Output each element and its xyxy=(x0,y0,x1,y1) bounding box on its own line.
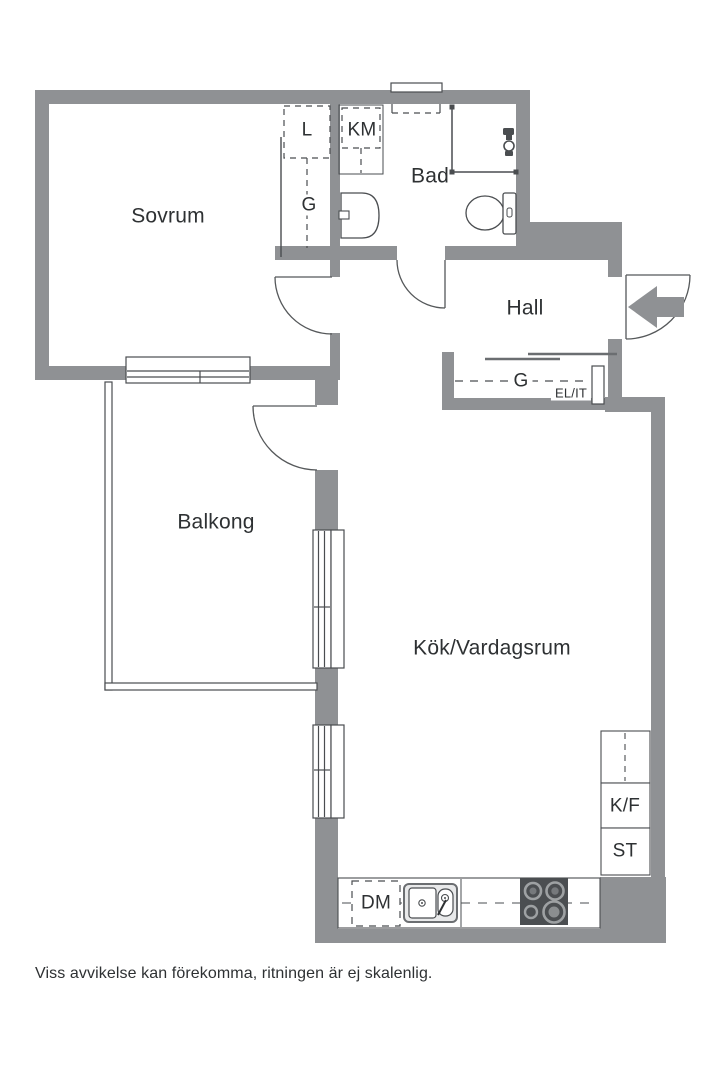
wall-hall-right-lower xyxy=(608,339,622,397)
fridge-freezer-box xyxy=(600,782,651,829)
toilet-button xyxy=(506,207,513,218)
doors xyxy=(252,259,691,471)
wall-kok-left-a xyxy=(315,380,338,405)
wall-sovrum-door-top xyxy=(330,260,340,277)
bathroom-sink xyxy=(340,192,380,239)
washing-machine-outline xyxy=(338,104,384,175)
wall-bath-bottom-right xyxy=(445,246,530,260)
door-bad-arc xyxy=(396,259,446,309)
windows xyxy=(125,82,443,819)
shower-corner-dot3 xyxy=(513,169,519,175)
wall-hallcloset-left xyxy=(442,352,454,410)
wall-step-band xyxy=(605,397,665,412)
window-vent-top xyxy=(390,82,443,93)
bathroom-sink-faucet xyxy=(338,210,350,220)
feature-label-electrical-it: EL/IT xyxy=(550,385,592,401)
room-label-kok-vardagsrum: Kök/Vardagsrum xyxy=(413,636,571,660)
kitchen-sink xyxy=(403,883,458,923)
wall-sovrum-bottom-left xyxy=(35,366,127,380)
bathroom-fixtures xyxy=(338,104,519,239)
feature-label-washing-machine: KM xyxy=(347,119,377,141)
wall-hall-right-upper xyxy=(608,260,622,277)
wall-sovrum-bottom-right xyxy=(250,366,340,380)
feature-label-cleaning-closet: ST xyxy=(612,840,638,862)
closets xyxy=(280,104,617,405)
room-label-hall: Hall xyxy=(506,296,544,320)
shower-corner-dot1 xyxy=(449,104,455,110)
elit-cabinet-box xyxy=(591,365,605,405)
feature-label-wardrobe-hall: G xyxy=(509,370,533,392)
wall-bottom xyxy=(315,929,666,943)
door-entrance-arc xyxy=(625,274,691,340)
window-kok-b-niche xyxy=(330,724,345,819)
wall-bath-right xyxy=(516,104,530,246)
door-balkong-arc xyxy=(252,405,318,471)
balcony-wall-left xyxy=(104,381,113,691)
stove xyxy=(520,878,568,925)
toilet-bowl xyxy=(465,195,505,231)
wall-top xyxy=(35,90,530,104)
vent-mark xyxy=(391,104,441,114)
balcony-wall-bottom xyxy=(104,682,318,691)
shower-head-icon xyxy=(503,128,515,156)
room-label-sovrum: Sovrum xyxy=(131,204,205,228)
disclaimer-text: Viss avvikelse kan förekomma, ritningen … xyxy=(35,965,433,982)
wall-hall-top-block xyxy=(530,222,622,260)
wall-sovrum-door-bottom xyxy=(330,333,340,380)
wall-hallcloset-bottom xyxy=(442,398,608,410)
wall-kok-left-d xyxy=(315,818,338,929)
wall-closet-bottom xyxy=(275,246,341,260)
wall-kok-left-b xyxy=(315,470,338,530)
dishwasher-box xyxy=(351,880,401,927)
window-sovrum xyxy=(125,356,251,384)
wall-bath-left xyxy=(330,104,340,260)
wall-right-outer xyxy=(651,412,665,877)
feature-label-fridge-freezer: K/F xyxy=(609,795,641,817)
wall-left xyxy=(35,104,49,380)
feature-label-wardrobe-bedroom: G xyxy=(297,194,321,216)
window-kok-b xyxy=(312,724,332,819)
cleaning-closet-box xyxy=(600,827,651,876)
room-label-bad: Bad xyxy=(411,164,449,188)
wall-kok-left-c xyxy=(315,668,338,725)
entrance-arrow-icon xyxy=(628,286,684,328)
feature-label-dishwasher: DM xyxy=(361,892,391,914)
wall-bath-bottom-left xyxy=(340,246,397,260)
feature-label-linen-closet: L xyxy=(301,119,313,141)
walls xyxy=(35,90,666,943)
door-sovrum-arc xyxy=(274,276,333,335)
shower-corner-dot2 xyxy=(449,169,455,175)
kitchen xyxy=(337,730,651,929)
washing-machine-box xyxy=(341,107,381,149)
room-label-balkong: Balkong xyxy=(177,510,255,534)
window-kok-a-niche xyxy=(330,529,345,669)
balcony-outline xyxy=(104,381,318,691)
window-kok-a xyxy=(312,529,332,669)
